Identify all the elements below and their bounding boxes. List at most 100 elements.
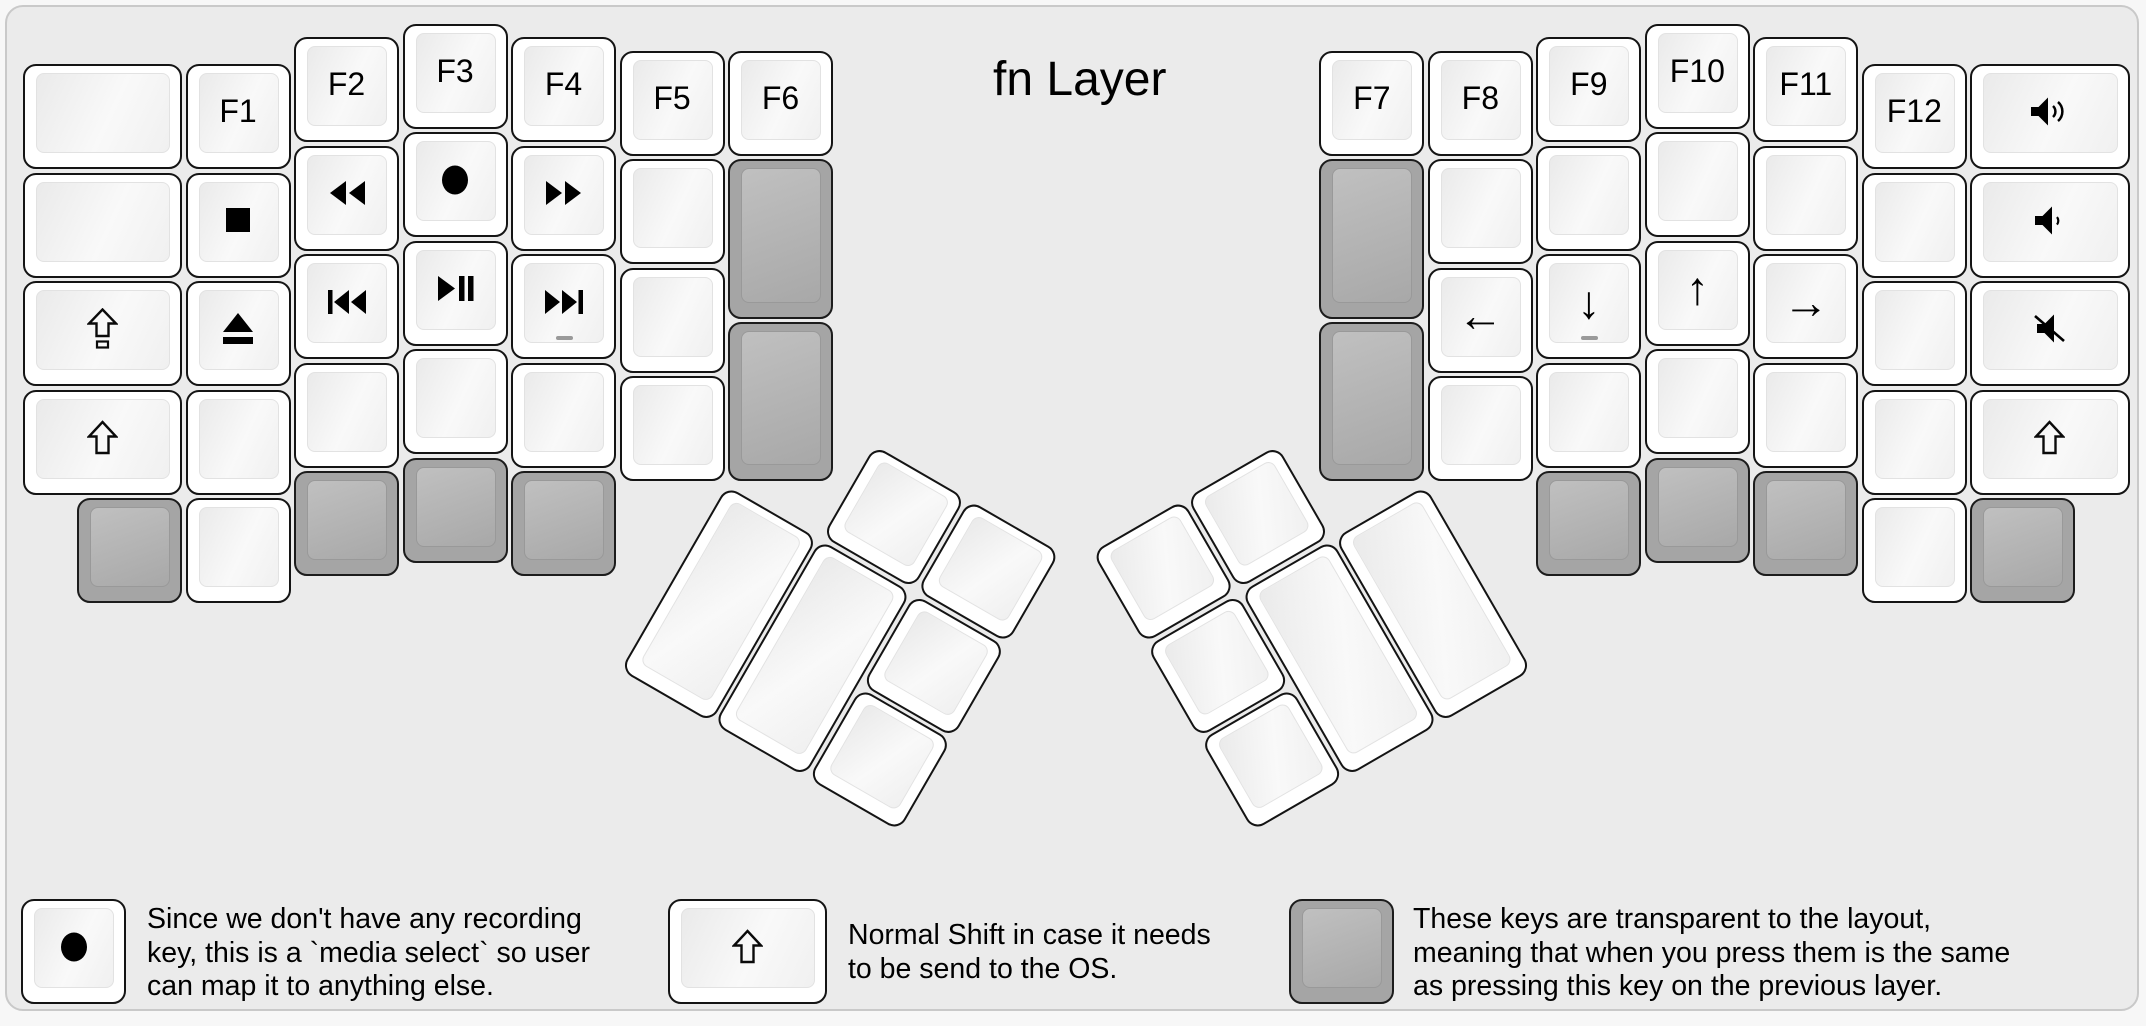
keycap-surface <box>35 398 170 479</box>
key-legend-text: F9 <box>1538 39 1639 130</box>
key-arrow-left: ← <box>1427 267 1533 373</box>
keycap-surface <box>1302 908 1382 988</box>
keycap-surface <box>632 385 713 466</box>
key-caps-lock <box>22 281 182 387</box>
keycap-surface <box>90 507 170 588</box>
key-fast-forward <box>511 145 616 251</box>
key-legend-text: → <box>1755 256 1856 347</box>
key-f9: F9 <box>1536 37 1642 143</box>
key-arrow-right: → <box>1753 254 1859 360</box>
key-label: F8 <box>1461 79 1499 116</box>
keycap-surface <box>35 181 170 262</box>
key-transparent <box>1970 498 2076 604</box>
key-blank <box>619 159 725 265</box>
key-blank <box>1644 132 1750 238</box>
key-arrow-up: ↑ <box>1644 240 1750 346</box>
key-transparent <box>77 498 182 604</box>
legend-text-line: meaning that when you press them is the … <box>1413 936 2011 969</box>
layer-title: fn Layer <box>993 53 1167 106</box>
keycap-surface <box>632 59 713 140</box>
key-transparent <box>402 457 508 563</box>
key-f5: F5 <box>619 50 725 156</box>
eject-icon <box>188 283 289 374</box>
caps-lock-icon <box>25 283 180 374</box>
volume-down-icon <box>1972 175 2127 266</box>
keycap-surface <box>1332 59 1413 140</box>
legend-text-line: Since we don't have any recording <box>147 903 582 935</box>
record-icon <box>405 134 506 225</box>
key-blank <box>1861 281 1967 387</box>
key-label: F2 <box>327 66 366 103</box>
key-legend-text: F1 <box>188 66 289 157</box>
keycap-surface <box>524 154 604 235</box>
keycap-surface <box>632 276 713 357</box>
key-blank <box>619 267 725 373</box>
legend-text-line: key, this is a `media select` so user <box>147 936 590 969</box>
key-volume-down <box>1970 172 2130 278</box>
key-transparent <box>294 471 399 577</box>
key-legend-text: F10 <box>1647 26 1748 117</box>
play-pause-icon <box>405 243 506 334</box>
keycap-surface <box>1874 73 1955 154</box>
key-f2: F2 <box>294 37 399 143</box>
key-transparent <box>1536 471 1642 577</box>
legend-text-line: as pressing this key on the previous lay… <box>1413 970 1943 1002</box>
keycap-surface <box>1766 480 1847 561</box>
key-legend-record-example <box>21 899 126 1004</box>
keycap-surface <box>741 168 821 303</box>
key-transparent <box>1319 322 1425 482</box>
key-label: F11 <box>1779 66 1833 103</box>
keycap-surface <box>307 154 387 235</box>
key-f7: F7 <box>1319 50 1425 156</box>
fast-forward-icon <box>513 148 614 239</box>
stop-icon <box>188 175 289 266</box>
keycap-surface <box>1440 59 1521 140</box>
key-shift-left <box>22 389 182 495</box>
next-track-icon <box>513 256 614 347</box>
keycap-surface <box>1549 46 1630 127</box>
keycap-surface <box>1983 507 2064 588</box>
homing-bar <box>555 336 573 341</box>
legend-text-line: can map it to anything else. <box>147 970 494 1002</box>
key-blank <box>1536 362 1642 468</box>
key-label: ← <box>1457 289 1504 342</box>
key-f8: F8 <box>1427 50 1533 156</box>
keycap-surface <box>524 480 604 561</box>
keycap-surface <box>741 331 821 466</box>
key-shift-right <box>1970 389 2130 495</box>
keycap-surface <box>1874 181 1955 262</box>
keycap-surface <box>1766 263 1847 344</box>
key-f3: F3 <box>402 23 508 129</box>
keycap-surface <box>1874 398 1955 479</box>
keycap-surface <box>1440 276 1521 357</box>
key-blank <box>185 389 291 495</box>
keycap-surface <box>1440 168 1521 249</box>
shift-icon <box>670 901 825 992</box>
keycap-surface <box>35 290 170 371</box>
key-legend-shift-example <box>668 899 828 1004</box>
key-blank <box>1427 159 1533 265</box>
key-legend-text: F2 <box>296 39 397 130</box>
keycap-surface <box>1549 480 1630 561</box>
key-legend-text: F11 <box>1755 39 1856 130</box>
key-blank <box>294 362 399 468</box>
key-arrow-down: ↓ <box>1536 254 1642 360</box>
key-legend-text: F8 <box>1430 53 1531 144</box>
key-label: ↓ <box>1577 275 1601 328</box>
keycap-surface <box>1549 371 1630 452</box>
rewind-icon <box>296 148 397 239</box>
key-blank <box>619 376 725 482</box>
key-transparent <box>728 322 833 482</box>
key-legend-text: F4 <box>513 39 614 130</box>
key-blank <box>511 362 616 468</box>
key-stop <box>185 172 291 278</box>
keycap-surface <box>524 46 604 127</box>
key-blank <box>402 349 508 455</box>
key-blank <box>1861 172 1967 278</box>
keycap-surface <box>1657 466 1738 547</box>
keycap-surface <box>1874 290 1955 371</box>
key-label: ↑ <box>1685 262 1709 315</box>
key-transparent <box>511 471 616 577</box>
key-legend-text: ↓ <box>1538 256 1639 347</box>
